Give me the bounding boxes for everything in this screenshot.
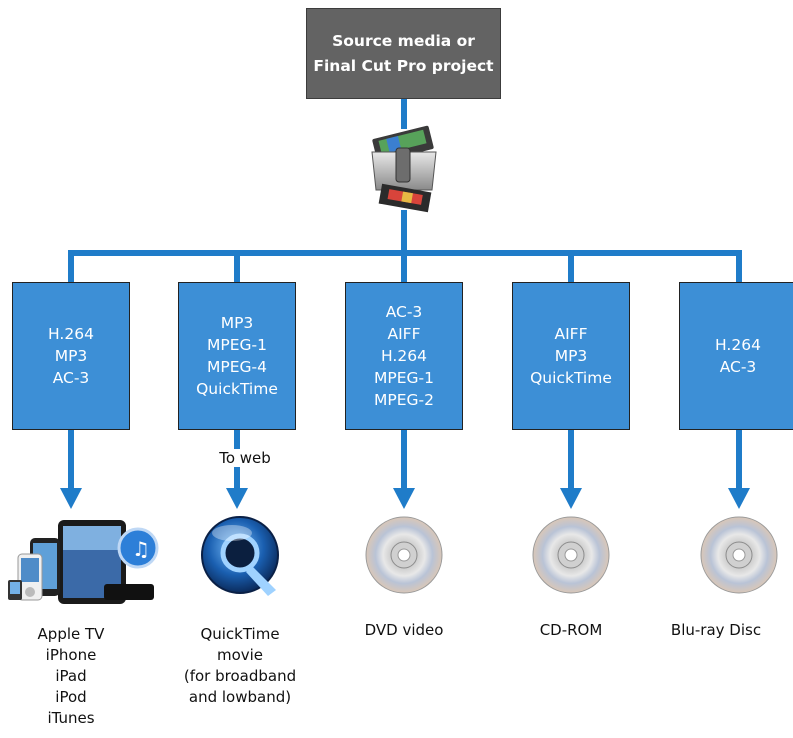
- format-item: AC-3: [52, 369, 90, 387]
- output-label-bluray: Blu-ray Disc: [641, 620, 791, 641]
- label-line: iTunes: [47, 709, 95, 727]
- label-line: movie: [216, 646, 264, 664]
- source-line-1: Source media or: [332, 31, 475, 50]
- dvd-disc-icon: [365, 516, 443, 594]
- label-line: DVD video: [364, 621, 444, 639]
- apple-devices-icon: ♫: [8, 520, 159, 604]
- format-item: AIFF: [554, 325, 588, 343]
- format-item: MPEG-1: [374, 369, 434, 387]
- format-box-cdrom: AIFF MP3 QuickTime: [512, 282, 630, 430]
- format-box-dvd: AC-3 AIFF H.264 MPEG-1 MPEG-2: [345, 282, 463, 430]
- label-line: CD-ROM: [539, 621, 603, 639]
- format-item: MPEG-4: [207, 358, 267, 376]
- bluray-disc-icon: [700, 516, 778, 594]
- format-box-web: MP3 MPEG-1 MPEG-4 QuickTime: [178, 282, 296, 430]
- format-item: H.264: [715, 336, 761, 354]
- to-web-note: To web: [205, 449, 285, 467]
- connector-source-to-app: [401, 99, 407, 129]
- format-item: AIFF: [387, 325, 421, 343]
- output-label-cdrom: CD-ROM: [496, 620, 646, 641]
- connector-drop-2: [234, 250, 240, 282]
- arrow-shaft-3: [401, 430, 407, 490]
- arrow-head-3: [393, 488, 415, 509]
- arrow-head-2: [226, 488, 248, 509]
- label-line: (for broadband: [183, 667, 297, 685]
- format-item: MP3: [220, 314, 254, 332]
- label-line: Apple TV: [37, 625, 105, 643]
- arrow-head-1: [60, 488, 82, 509]
- connector-app-to-bus: [401, 210, 407, 256]
- format-box-bluray: H.264 AC-3: [679, 282, 793, 430]
- format-item: QuickTime: [196, 380, 278, 398]
- compressor-icon: [371, 125, 437, 213]
- label-line: Blu-ray Disc: [670, 621, 762, 639]
- format-item: AC-3: [719, 358, 757, 376]
- output-label-apple: Apple TV iPhone iPad iPod iTunes: [0, 624, 146, 729]
- arrow-shaft-5: [736, 430, 742, 490]
- connector-drop-4: [568, 250, 574, 282]
- connector-drop-3: [401, 250, 407, 282]
- format-box-apple: H.264 MP3 AC-3: [12, 282, 130, 430]
- quicktime-icon: [201, 516, 279, 596]
- arrow-head-4: [560, 488, 582, 509]
- label-line: iPod: [55, 688, 87, 706]
- label-line: QuickTime: [200, 625, 280, 643]
- connector-drop-1: [68, 250, 74, 282]
- format-item: H.264: [48, 325, 94, 343]
- connector-drop-5: [736, 250, 742, 282]
- output-label-dvd: DVD video: [329, 620, 479, 641]
- format-item: H.264: [381, 347, 427, 365]
- source-line-2: Final Cut Pro project: [313, 56, 494, 75]
- arrow-shaft-1: [68, 430, 74, 490]
- format-item: MP3: [54, 347, 88, 365]
- svg-text:♫: ♫: [132, 537, 150, 561]
- format-item: AC-3: [385, 303, 423, 321]
- cdrom-disc-icon: [532, 516, 610, 594]
- source-box: Source media or Final Cut Pro project: [306, 8, 501, 99]
- label-line: and lowband): [188, 688, 292, 706]
- format-item: MPEG-1: [207, 336, 267, 354]
- format-item: MPEG-2: [374, 391, 434, 409]
- arrow-head-5: [728, 488, 750, 509]
- label-line: iPhone: [45, 646, 97, 664]
- format-item: MP3: [554, 347, 588, 365]
- output-label-quicktime: QuickTime movie (for broadband and lowba…: [165, 624, 315, 708]
- arrow-shaft-4: [568, 430, 574, 490]
- format-item: QuickTime: [530, 369, 612, 387]
- label-line: iPad: [55, 667, 87, 685]
